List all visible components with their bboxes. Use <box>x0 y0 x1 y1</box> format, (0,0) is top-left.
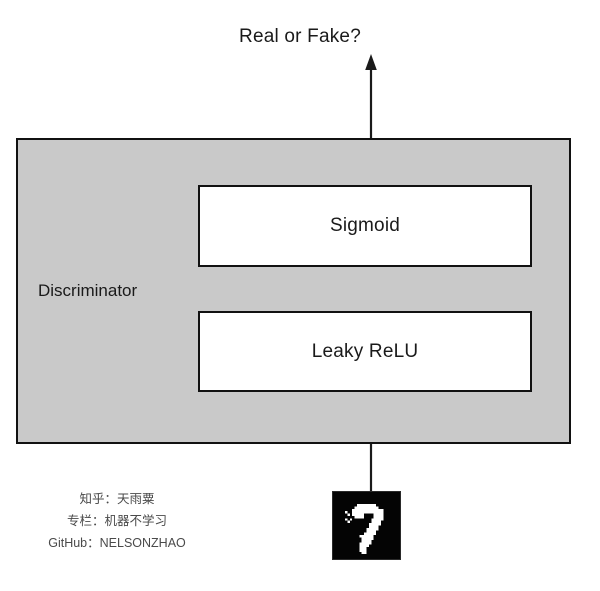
output-label: Real or Fake? <box>239 26 361 47</box>
layer-label-sigmoid: Sigmoid <box>329 215 401 236</box>
digit-seven-icon <box>333 492 400 559</box>
watermark-line-column: 专栏：机器不学习 <box>66 514 167 528</box>
watermark-line-github: GitHub：NELSONZHAO <box>48 536 186 550</box>
layer-label-leaky-relu: Leaky ReLU <box>311 340 419 362</box>
watermark-line-zhihu: 知乎：天雨粟 <box>79 492 155 506</box>
mnist-digit-image <box>332 491 401 560</box>
watermark-block: 知乎：天雨粟 专栏：机器不学习 GitHub：NELSONZHAO <box>22 488 212 554</box>
layer-box-leaky-relu[interactable]: Leaky ReLU <box>198 311 532 392</box>
layer-box-sigmoid[interactable]: Sigmoid <box>198 185 532 267</box>
output-arrow-icon <box>365 54 377 138</box>
discriminator-title: Discriminator <box>38 281 138 300</box>
